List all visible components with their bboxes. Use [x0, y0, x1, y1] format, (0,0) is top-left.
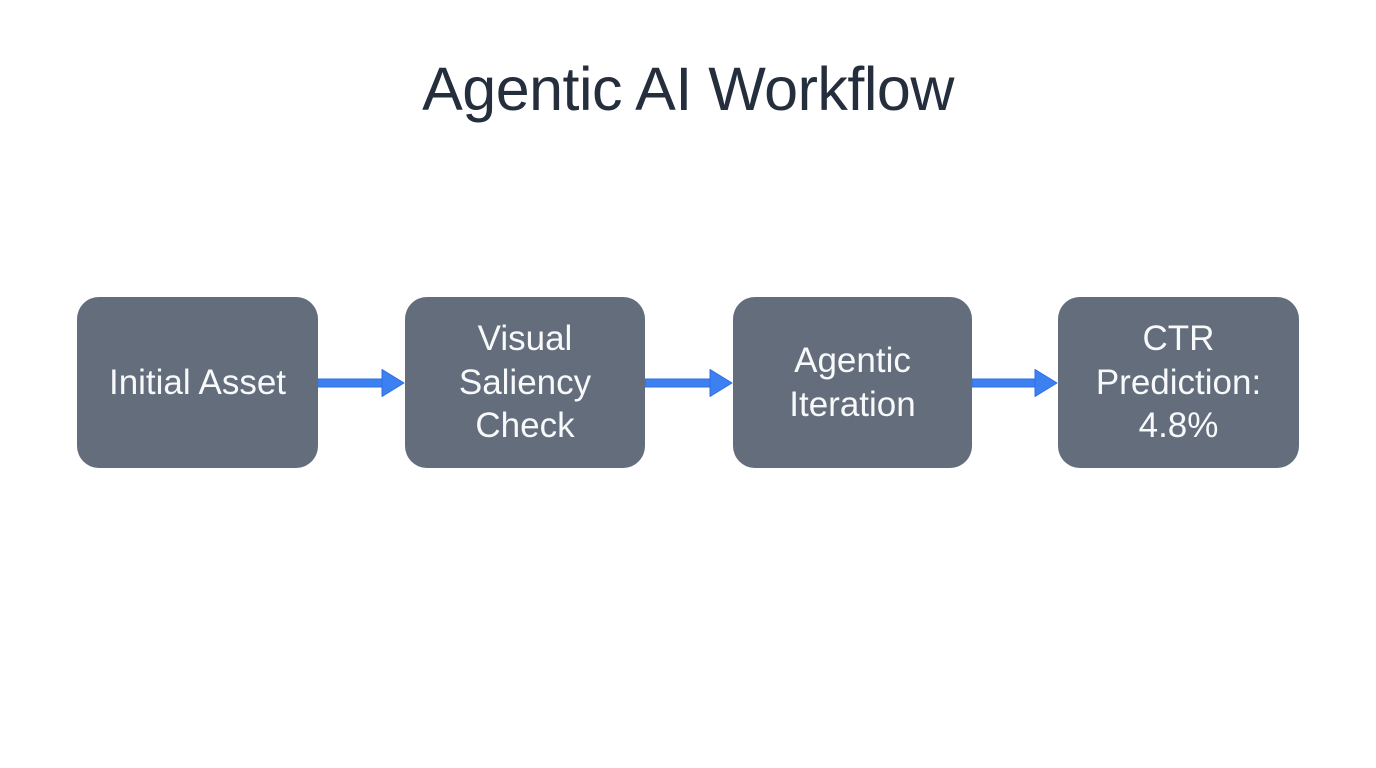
diagram-title: Agentic AI Workflow	[422, 55, 954, 123]
flow-node-label: Initial Asset	[108, 362, 287, 402]
arrow-right-icon	[645, 368, 733, 398]
flow-node-visual-saliency-check: Visual Saliency Check	[405, 297, 645, 468]
flow-node-initial-asset: Initial Asset	[77, 297, 318, 468]
flow-node-label: CTR Prediction: 4.8%	[1095, 319, 1262, 446]
flow-node-ctr-prediction: CTR Prediction: 4.8%	[1058, 297, 1299, 468]
arrow-right-icon	[972, 368, 1058, 398]
arrow-right-icon	[318, 368, 405, 398]
flow-node-label: Agentic Iteration	[789, 341, 916, 424]
flow-node-agentic-iteration: Agentic Iteration	[733, 297, 972, 468]
flow-node-label: Visual Saliency Check	[458, 319, 592, 446]
